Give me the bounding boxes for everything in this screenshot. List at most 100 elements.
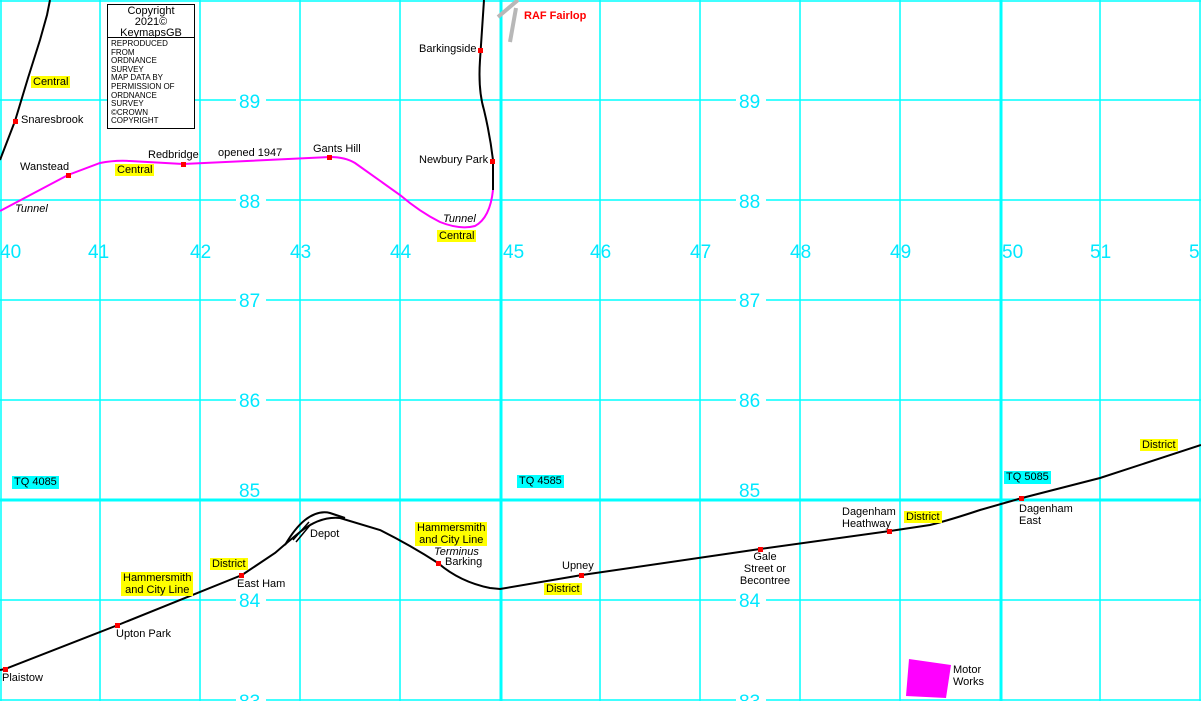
northing-83: 83 — [739, 692, 760, 701]
line-label-central: Central — [115, 164, 155, 176]
station-label-dagenham-heathway: Dagenham Heathway — [842, 506, 896, 530]
easting-48: 48 — [790, 242, 811, 263]
depot-tracks — [292, 521, 312, 543]
northing-84: 84 — [739, 591, 761, 612]
opened-1947-note: opened 1947 — [218, 147, 283, 159]
copyright-line: Copyright 2021© — [127, 5, 175, 28]
line-label-district: District — [210, 558, 248, 570]
line-label-hammersmith-city: Hammersmith and City Line — [121, 572, 194, 596]
easting-45: 45 — [503, 242, 524, 263]
station-marker-barkingside — [478, 48, 483, 53]
easting-44: 44 — [390, 242, 412, 263]
northing-88: 88 — [739, 192, 760, 213]
line-label-central: Central — [31, 76, 71, 88]
station-label-wanstead: Wanstead — [20, 161, 70, 173]
northing-86: 86 — [239, 391, 260, 412]
northing-85: 85 — [239, 481, 260, 502]
station-label-barking: Barking — [445, 556, 483, 568]
easting-50: 50 — [1002, 242, 1023, 263]
station-marker-dagenham-east — [1019, 496, 1024, 501]
label-line: Works — [953, 676, 984, 688]
label-line: Hammersmith — [123, 572, 192, 584]
label-line: East — [1019, 515, 1042, 527]
station-label-plaistow: Plaistow — [2, 672, 43, 684]
station-label-upton-park: Upton Park — [116, 628, 172, 640]
easting-47: 47 — [690, 242, 711, 263]
northing-85: 85 — [739, 481, 760, 502]
station-marker-snaresbrook — [13, 119, 18, 124]
line-label-hammersmith-city: Hammersmith and City Line — [415, 522, 488, 546]
label-line: Becontree — [739, 575, 791, 587]
label-line: Motor — [953, 664, 982, 676]
tunnel-label: Tunnel — [443, 213, 476, 225]
northing-89: 89 — [739, 92, 760, 113]
copyright-box: Copyright 2021© KeymapsGB — [107, 4, 195, 41]
station-label-east-ham: East Ham — [237, 578, 286, 590]
station-label-upney: Upney — [562, 560, 594, 572]
os-notice-line: PERMISSION OF — [111, 81, 175, 91]
easting-52: 5 — [1189, 242, 1200, 263]
motor-works-label: Motor Works — [953, 664, 984, 688]
station-marker-east-ham — [239, 573, 244, 578]
depot-siding — [284, 511, 346, 546]
os-notice-box: REPRODUCED FROM ORDNANCE SURVEY MAP DATA… — [107, 37, 195, 129]
raf-fairlop-label: RAF Fairlop — [524, 10, 587, 22]
station-label-gants-hill: Gants Hill — [313, 143, 361, 155]
motor-works-building — [906, 659, 951, 698]
easting-41: 41 — [88, 242, 109, 263]
grid-ref-tq4585: TQ 4585 — [517, 475, 564, 488]
label-line: and City Line — [125, 584, 190, 596]
os-notice-line: REPRODUCED FROM — [111, 39, 168, 57]
easting-43: 43 — [290, 242, 311, 263]
station-label-redbridge: Redbridge — [148, 149, 199, 161]
station-marker-upton-park — [115, 623, 120, 628]
line-label-central: Central — [437, 230, 477, 242]
station-marker-dagenham-heathway — [887, 529, 892, 534]
easting-40: 40 — [0, 242, 21, 263]
northing-83: 83 — [239, 692, 260, 701]
station-marker-upney — [579, 573, 584, 578]
label-line: Dagenham — [1019, 503, 1073, 515]
station-marker-barking — [436, 561, 441, 566]
raf-fairlop-marker — [496, 0, 520, 43]
label-line: Street or — [743, 563, 787, 575]
district-line — [0, 444, 1201, 671]
station-label-barkingside: Barkingside — [419, 43, 477, 55]
grid-numbers: 40 41 42 43 44 45 46 47 48 49 50 51 5 89… — [0, 90, 1200, 701]
northing-87: 87 — [239, 291, 260, 312]
os-notice-line: MAP DATA BY — [111, 73, 164, 83]
terminus-label: Terminus — [434, 546, 479, 558]
station-label-gale-street: Gale Street or Becontree — [735, 551, 795, 587]
label-line: Gale — [753, 551, 777, 563]
northing-89: 89 — [239, 92, 260, 113]
label-line: Heathway — [842, 518, 891, 530]
label-line: Dagenham — [842, 506, 896, 518]
copyright-owner: KeymapsGB — [120, 27, 182, 39]
northing-84: 84 — [239, 591, 261, 612]
line-label-district: District — [1140, 439, 1178, 451]
station-marker-gants-hill — [327, 155, 332, 160]
tunnel-label: Tunnel — [15, 203, 48, 215]
os-notice-line: ©CROWN COPYRIGHT — [111, 107, 159, 126]
line-label-district: District — [544, 583, 582, 595]
station-marker-plaistow — [3, 667, 8, 672]
grid-ref-tq4085: TQ 4085 — [12, 476, 59, 489]
station-marker-wanstead — [66, 173, 71, 178]
label-line: Hammersmith — [417, 522, 486, 534]
easting-42: 42 — [190, 242, 211, 263]
easting-46: 46 — [590, 242, 611, 263]
station-marker-gale-street — [758, 547, 763, 552]
track-hainault-loop — [478, 0, 494, 190]
station-marker-newbury-park — [490, 159, 495, 164]
depot-label: Depot — [310, 528, 340, 540]
northing-87: 87 — [739, 291, 760, 312]
central-line-tunnel — [0, 155, 494, 229]
station-label-snaresbrook: Snaresbrook — [21, 114, 84, 126]
northing-88: 88 — [239, 192, 260, 213]
grid-ref-tq5085: TQ 5085 — [1004, 471, 1051, 484]
station-label-dagenham-east: Dagenham East — [1019, 503, 1073, 527]
northing-86: 86 — [739, 391, 760, 412]
station-marker-redbridge — [181, 162, 186, 167]
